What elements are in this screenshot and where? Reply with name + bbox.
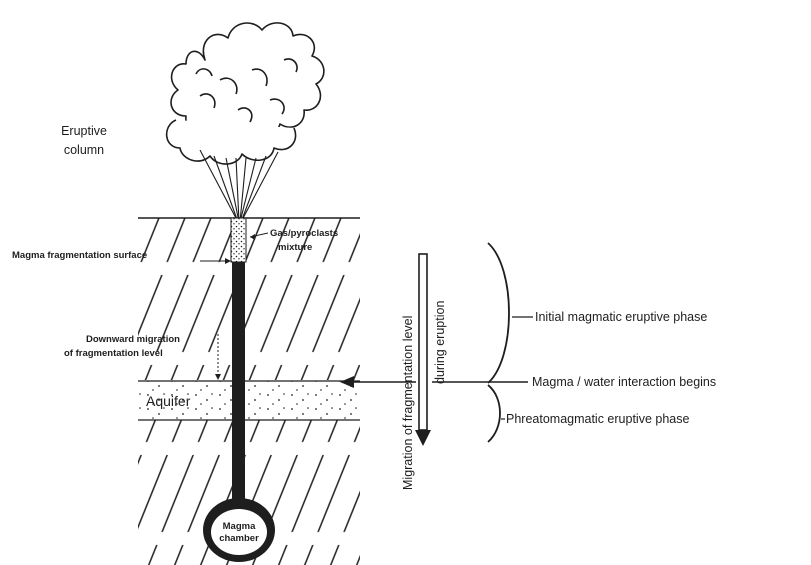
phreatomagmatic-phase-bracket	[488, 385, 500, 442]
migration-arrow-label-line2: during eruption	[433, 301, 447, 384]
eruption-fan-lines	[200, 150, 278, 222]
magma-chamber: Magma chamber	[203, 498, 275, 562]
downward-migration-label-line1: Downward migration	[86, 334, 180, 345]
magma-chamber-label-line2: chamber	[219, 533, 259, 544]
migration-arrow	[415, 254, 431, 446]
magma-water-interaction-label: Magma / water interaction begins	[532, 375, 716, 389]
magma-chamber-label-line1: Magma	[223, 521, 256, 532]
initial-magmatic-phase-label: Initial magmatic eruptive phase	[535, 310, 707, 324]
phreatomagmatic-phase-label: Phreatomagmatic eruptive phase	[506, 412, 689, 426]
magma-filled-conduit	[232, 262, 245, 512]
gas-pyroclasts-label-line1: Gas/pyroclasts	[270, 228, 338, 239]
magma-fragmentation-surface-label: Magma fragmentation surface	[12, 250, 147, 261]
aquifer-label: Aquifer	[146, 393, 191, 409]
gas-pyroclasts-label-line2: mixture	[278, 242, 312, 253]
downward-migration-label-line2: of fragmentation level	[64, 348, 163, 359]
eruptive-column-cloud	[167, 23, 324, 164]
migration-arrow-label-line1: Migration of fragmentation level	[401, 316, 415, 490]
initial-phase-bracket	[488, 243, 509, 383]
eruptive-column-label-line2: column	[64, 143, 104, 157]
eruptive-column-label-line1: Eruptive	[61, 124, 107, 138]
volcanic-conduit	[231, 218, 246, 512]
